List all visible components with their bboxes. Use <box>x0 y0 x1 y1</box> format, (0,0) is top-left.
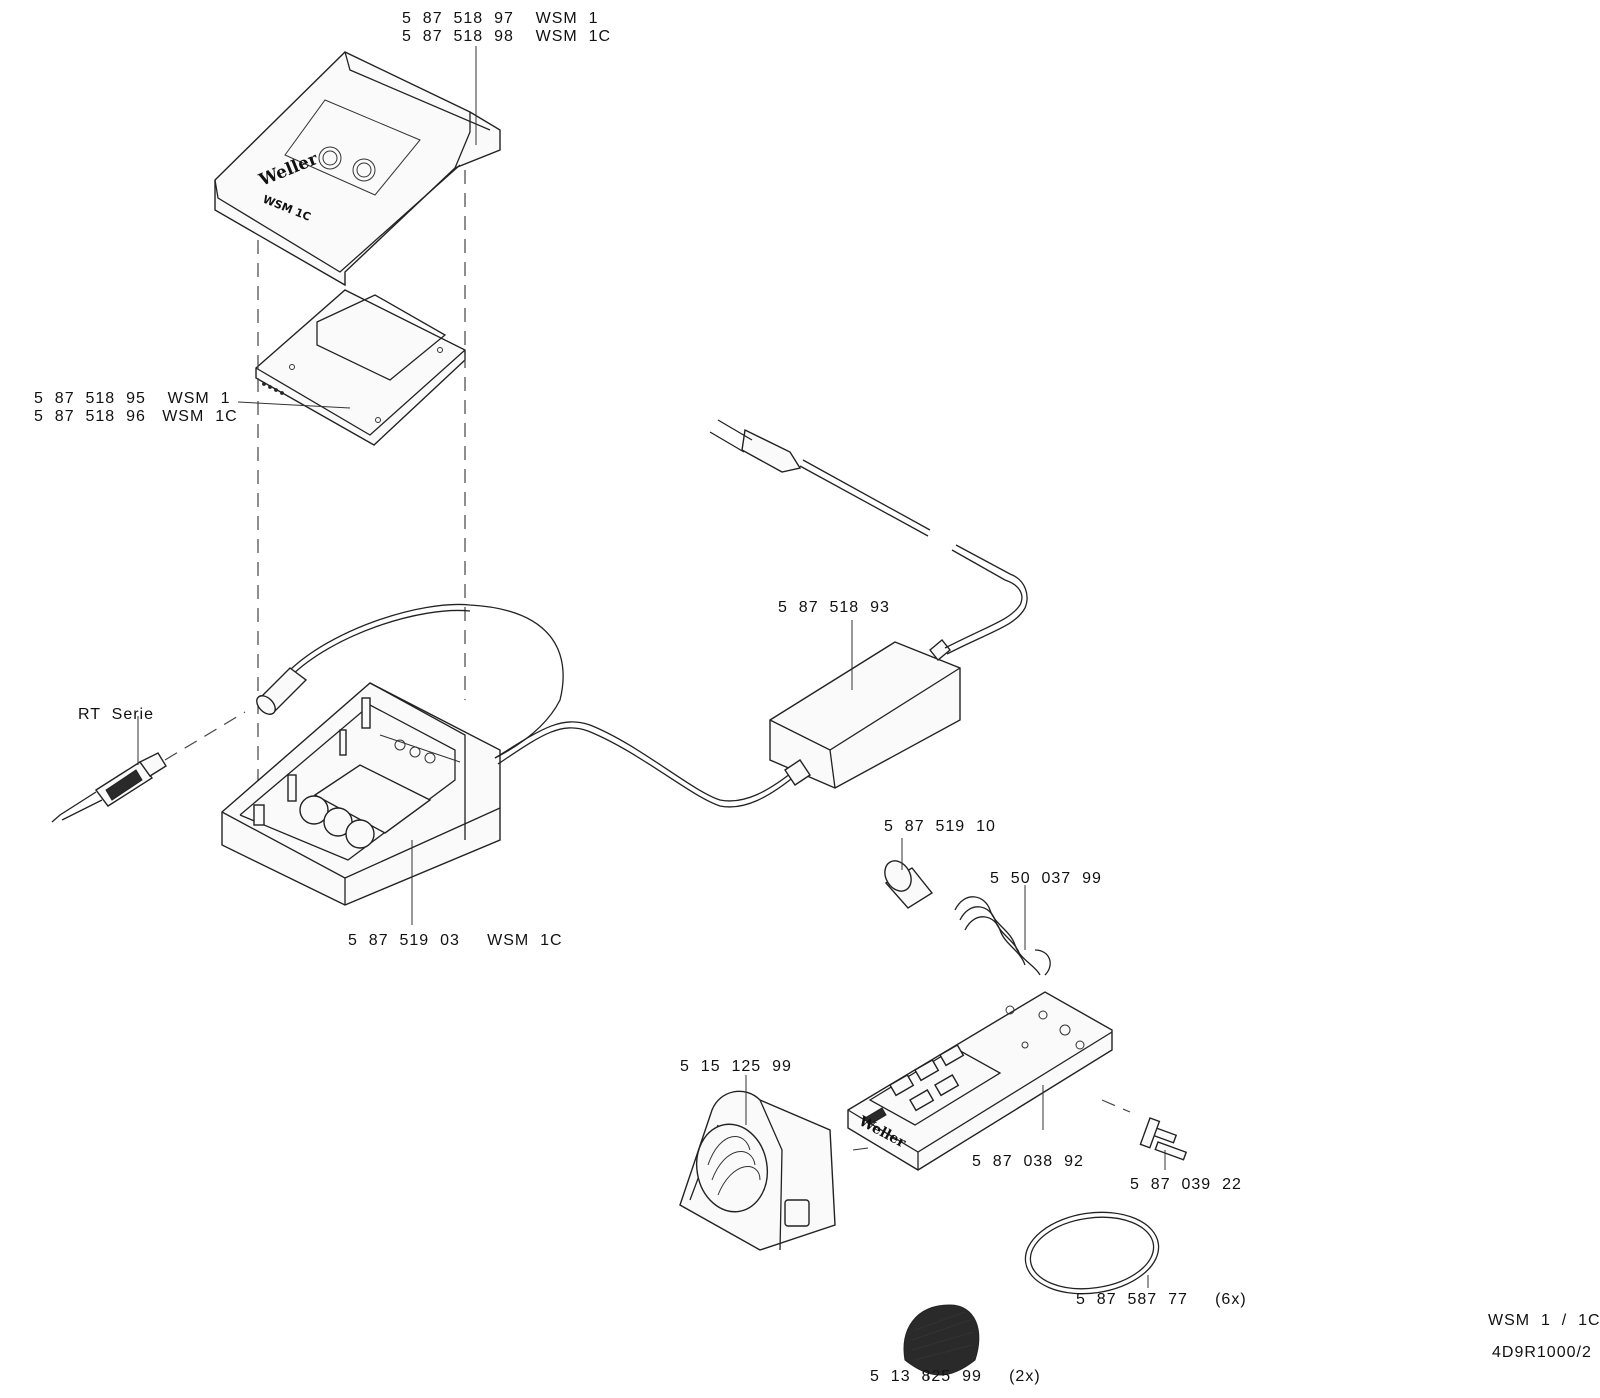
label-stand-plate: 5 87 038 92 <box>972 1153 1084 1170</box>
stand-plate-drawing: Weller <box>847 991 1113 1171</box>
label-pcb-wsm1c: 5 87 518 96 WSM 1C <box>34 408 238 425</box>
spring-holder-drawing <box>884 860 1051 976</box>
sponge-drawing <box>903 1304 980 1376</box>
sponge-holder-drawing <box>679 1090 836 1251</box>
footer-model: WSM 1 / 1C <box>1488 1312 1600 1329</box>
label-housing-cover-wsm1: 5 87 518 97 WSM 1 <box>402 10 599 27</box>
label-housing-cover-wsm1c: 5 87 518 98 WSM 1C <box>402 28 612 45</box>
label-rt-serie: RT Serie <box>78 706 154 723</box>
label-power-supply: 5 87 518 93 <box>778 599 890 616</box>
rt-tip-drawing <box>51 711 246 823</box>
pcb-board-drawing <box>255 289 466 446</box>
label-pcb-wsm1: 5 87 518 95 WSM 1 <box>34 390 231 407</box>
connector-pins-drawing <box>1101 1099 1188 1161</box>
housing-cover-drawing: Weller WSM 1C <box>214 51 501 287</box>
label-tip-sleeve: 5 87 519 10 <box>884 818 996 835</box>
label-sponge: 5 13 825 99 (2x) <box>870 1368 1041 1385</box>
label-base-unit: 5 87 519 03 WSM 1C <box>348 932 563 949</box>
label-sponge-holder: 5 15 125 99 <box>680 1058 792 1075</box>
label-connector-pins: 5 87 039 22 <box>1130 1176 1242 1193</box>
label-o-ring: 5 87 587 77 (6x) <box>1076 1291 1247 1308</box>
base-unit-drawing <box>221 682 501 906</box>
footer-drawing-number: 4D9R1000/2 <box>1492 1344 1592 1361</box>
power-supply-drawing <box>769 639 961 789</box>
label-spring-holder: 5 50 037 99 <box>990 870 1102 887</box>
